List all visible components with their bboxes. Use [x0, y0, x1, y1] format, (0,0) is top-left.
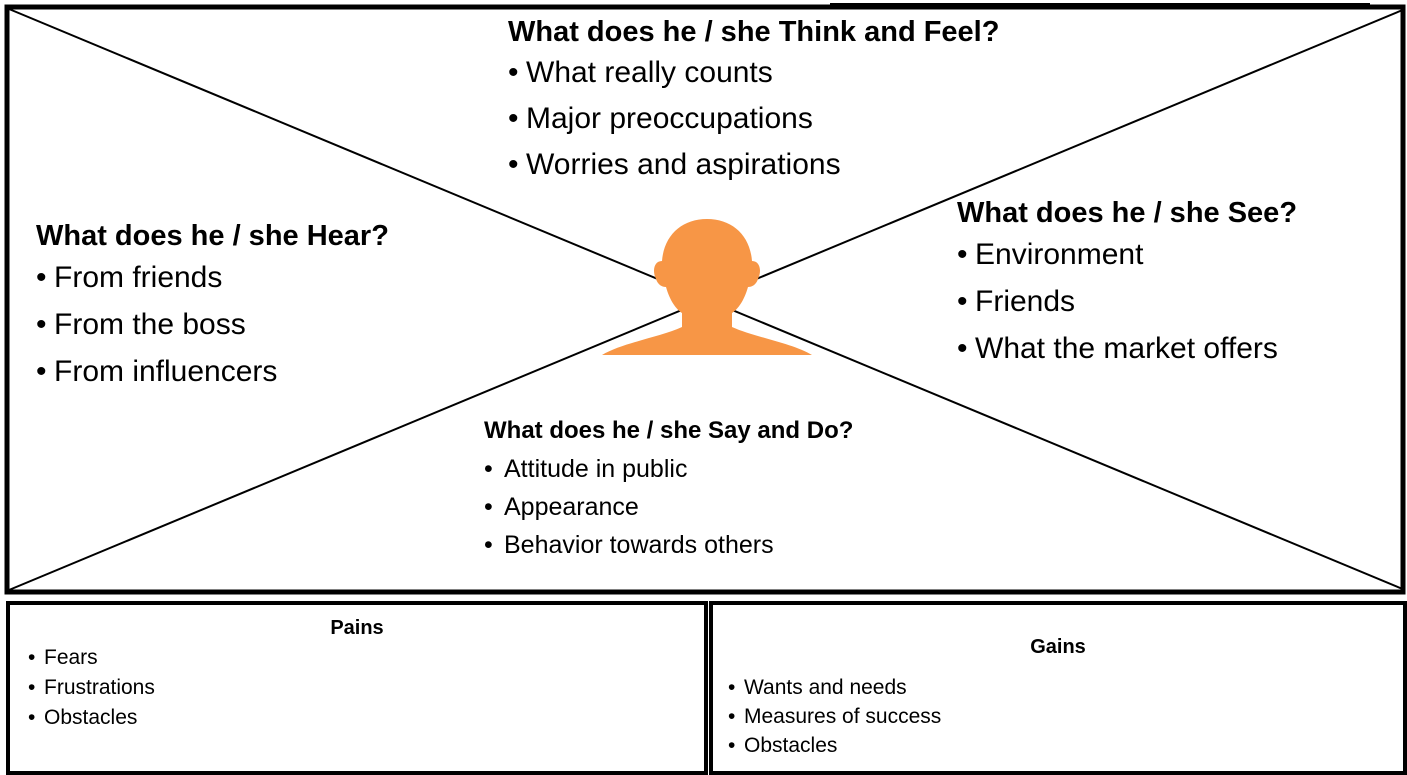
list-item: Measures of success [724, 702, 1403, 731]
think-feel-title: What does he / she Think and Feel? [508, 16, 1000, 48]
list-item: What the market offers [957, 325, 1297, 372]
hear-list: From friends From the boss From influenc… [36, 254, 389, 395]
see-list: Environment Friends What the market offe… [957, 231, 1297, 372]
think-feel-section: What does he / she Think and Feel? What … [508, 14, 999, 188]
list-item: From influencers [36, 348, 389, 395]
list-item: Attitude in public [484, 450, 853, 488]
pains-list: Fears Frustrations Obstacles [24, 643, 704, 733]
list-item: What really counts [508, 50, 999, 96]
person-silhouette-shape [602, 219, 812, 355]
list-item: Friends [957, 278, 1297, 325]
list-item: From the boss [36, 301, 389, 348]
say-do-list: Attitude in public Appearance Behavior t… [484, 450, 853, 564]
gains-box: Gains Wants and needs Measures of succes… [709, 601, 1407, 775]
list-item: Worries and aspirations [508, 142, 999, 188]
hear-title: What does he / she Hear? [36, 220, 389, 252]
list-item: From friends [36, 254, 389, 301]
gains-title: Gains [1030, 636, 1086, 658]
list-item: Obstacles [724, 731, 1403, 760]
main-frame-border [4, 4, 1406, 595]
person-silhouette-icon [602, 219, 812, 355]
see-title: What does he / she See? [957, 197, 1298, 229]
say-do-section: What does he / she Say and Do? Attitude … [484, 416, 853, 564]
list-item: Frustrations [24, 673, 704, 703]
gains-list: Wants and needs Measures of success Obst… [724, 673, 1403, 760]
list-item: Wants and needs [724, 673, 1403, 702]
hear-section: What does he / she Hear? From friends Fr… [36, 218, 389, 395]
say-do-title: What does he / she Say and Do? [484, 417, 854, 444]
list-item: Appearance [484, 488, 853, 526]
see-section: What does he / she See? Environment Frie… [957, 195, 1297, 372]
list-item: Obstacles [24, 703, 704, 733]
pains-box: Pains Fears Frustrations Obstacles [6, 601, 708, 775]
pains-title: Pains [330, 617, 384, 639]
list-item: Behavior towards others [484, 526, 853, 564]
list-item: Major preoccupations [508, 96, 999, 142]
list-item: Fears [24, 643, 704, 673]
think-feel-list: What really counts Major preoccupations … [508, 50, 999, 188]
list-item: Environment [957, 231, 1297, 278]
